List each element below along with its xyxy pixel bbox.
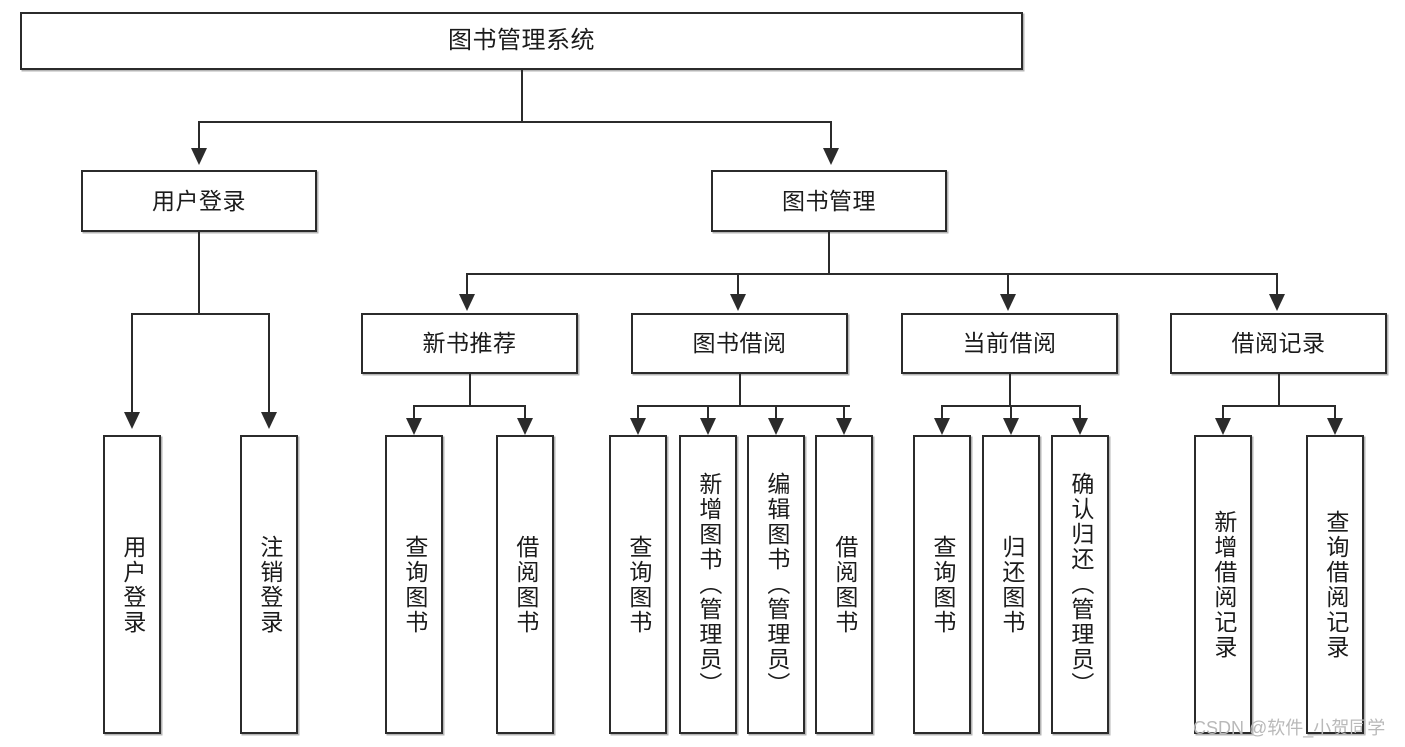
leaf-node-logout[interactable]: 注销登录 bbox=[240, 435, 298, 734]
node-borrow-record[interactable]: 借阅记录 bbox=[1170, 313, 1387, 374]
arrow-to-leaf-query-borrow-record bbox=[1327, 418, 1343, 435]
connector-level2-drop-2 bbox=[830, 121, 832, 149]
connector-br-drop-1 bbox=[1222, 405, 1224, 419]
connector-nbr-drop-1 bbox=[413, 405, 415, 419]
node-label: 新增借阅记录 bbox=[1210, 509, 1237, 660]
connector-br-drop-2 bbox=[1334, 405, 1336, 419]
leaf-node-borrow-book-recommend[interactable]: 借阅图书 bbox=[496, 435, 554, 734]
node-label: 借阅图书 bbox=[512, 534, 539, 635]
arrow-to-leaf-query-book-3 bbox=[934, 418, 950, 435]
leaf-node-borrow-book[interactable]: 借阅图书 bbox=[815, 435, 873, 734]
connector-current-borrow-stem bbox=[1009, 374, 1011, 406]
arrow-to-leaf-confirm-return bbox=[1072, 418, 1088, 435]
connector-cb-drop-2 bbox=[1010, 405, 1012, 419]
leaf-node-confirm-return-admin[interactable]: 确认归还（管理员） bbox=[1051, 435, 1109, 734]
arrow-to-leaf-query-book-2 bbox=[630, 418, 646, 435]
leaf-node-add-borrow-record[interactable]: 新增借阅记录 bbox=[1194, 435, 1252, 734]
connector-book-management-stem bbox=[828, 232, 830, 274]
connector-bb-drop-4 bbox=[843, 405, 845, 419]
node-label: 注销登录 bbox=[256, 534, 283, 635]
connector-bb-drop-2 bbox=[707, 405, 709, 419]
connector-level2-drop-1 bbox=[198, 121, 200, 149]
arrow-to-book-borrow bbox=[730, 294, 746, 311]
leaf-node-query-book-borrow[interactable]: 查询图书 bbox=[609, 435, 667, 734]
node-label: 借阅记录 bbox=[1231, 330, 1326, 357]
arrow-to-leaf-edit-book bbox=[768, 418, 784, 435]
node-label: 用户登录 bbox=[119, 534, 146, 635]
arrow-to-borrow-record bbox=[1269, 294, 1285, 311]
connector-level2-bus bbox=[198, 121, 832, 123]
leaf-node-user-login[interactable]: 用户登录 bbox=[103, 435, 161, 734]
connector-user-login-stem bbox=[198, 232, 200, 314]
node-label: 新增图书（管理员） bbox=[695, 472, 722, 697]
connector-new-book-recommend-bus bbox=[413, 405, 526, 407]
arrow-to-leaf-logout bbox=[261, 412, 277, 429]
connector-user-login-drop-2 bbox=[268, 313, 270, 413]
arrow-to-current-borrow bbox=[1000, 294, 1016, 311]
connector-borrow-record-stem bbox=[1278, 374, 1280, 406]
node-label: 确认归还（管理员） bbox=[1067, 472, 1094, 697]
leaf-node-query-book-current[interactable]: 查询图书 bbox=[913, 435, 971, 734]
connector-cb-drop-1 bbox=[941, 405, 943, 419]
node-book-management[interactable]: 图书管理 bbox=[711, 170, 947, 232]
arrow-to-leaf-borrow-book-1 bbox=[517, 418, 533, 435]
connector-cb-drop-3 bbox=[1079, 405, 1081, 419]
arrow-to-leaf-add-borrow-record bbox=[1215, 418, 1231, 435]
node-label: 新书推荐 bbox=[422, 330, 517, 357]
connector-level3-drop-3 bbox=[1007, 273, 1009, 295]
arrow-to-leaf-query-book-1 bbox=[406, 418, 422, 435]
arrow-to-leaf-add-book bbox=[700, 418, 716, 435]
connector-user-login-drop-1 bbox=[131, 313, 133, 413]
arrow-to-user-login bbox=[191, 148, 207, 165]
node-label: 图书管理 bbox=[782, 187, 876, 214]
connector-level3-drop-2 bbox=[737, 273, 739, 295]
arrow-to-leaf-borrow-book-2 bbox=[836, 418, 852, 435]
node-label: 编辑图书（管理员） bbox=[763, 472, 790, 697]
connector-book-borrow-stem bbox=[739, 374, 741, 406]
leaf-node-query-borrow-record[interactable]: 查询借阅记录 bbox=[1306, 435, 1364, 734]
node-label: 归还图书 bbox=[998, 534, 1025, 635]
node-label: 图书借阅 bbox=[692, 330, 787, 357]
connector-book-borrow-bus bbox=[637, 405, 850, 407]
node-label: 借阅图书 bbox=[831, 534, 858, 635]
leaf-node-edit-book-admin[interactable]: 编辑图书（管理员） bbox=[747, 435, 805, 734]
node-label: 查询图书 bbox=[929, 534, 956, 635]
connector-bb-drop-1 bbox=[637, 405, 639, 419]
node-current-borrow[interactable]: 当前借阅 bbox=[901, 313, 1118, 374]
node-new-book-recommend[interactable]: 新书推荐 bbox=[361, 313, 578, 374]
leaf-node-query-book-recommend[interactable]: 查询图书 bbox=[385, 435, 443, 734]
node-label: 图书管理系统 bbox=[448, 27, 595, 54]
node-root-book-management-system[interactable]: 图书管理系统 bbox=[20, 12, 1023, 70]
arrow-to-leaf-return-book bbox=[1003, 418, 1019, 435]
node-user-login[interactable]: 用户登录 bbox=[81, 170, 317, 232]
connector-borrow-record-bus bbox=[1222, 405, 1336, 407]
connector-level3-drop-4 bbox=[1276, 273, 1278, 295]
node-label: 查询借阅记录 bbox=[1322, 509, 1349, 660]
leaf-node-return-book[interactable]: 归还图书 bbox=[982, 435, 1040, 734]
node-label: 当前借阅 bbox=[962, 330, 1057, 357]
connector-bb-drop-3 bbox=[775, 405, 777, 419]
node-label: 查询图书 bbox=[401, 534, 428, 635]
connector-user-login-bus bbox=[131, 313, 269, 315]
connector-new-book-recommend-stem bbox=[469, 374, 471, 406]
connector-level3-drop-1 bbox=[466, 273, 468, 295]
arrow-to-new-book-recommend bbox=[459, 294, 475, 311]
leaf-node-add-book-admin[interactable]: 新增图书（管理员） bbox=[679, 435, 737, 734]
node-label: 查询图书 bbox=[625, 534, 652, 635]
connector-nbr-drop-2 bbox=[524, 405, 526, 419]
node-label: 用户登录 bbox=[152, 187, 246, 214]
connector-root-stem bbox=[521, 70, 523, 122]
connector-level3-bus bbox=[466, 273, 1278, 275]
arrow-to-leaf-user-login bbox=[124, 412, 140, 429]
csdn-watermark: CSDN @软件_小贺同学 bbox=[1193, 718, 1386, 738]
node-book-borrow[interactable]: 图书借阅 bbox=[631, 313, 848, 374]
arrow-to-book-management bbox=[823, 148, 839, 165]
